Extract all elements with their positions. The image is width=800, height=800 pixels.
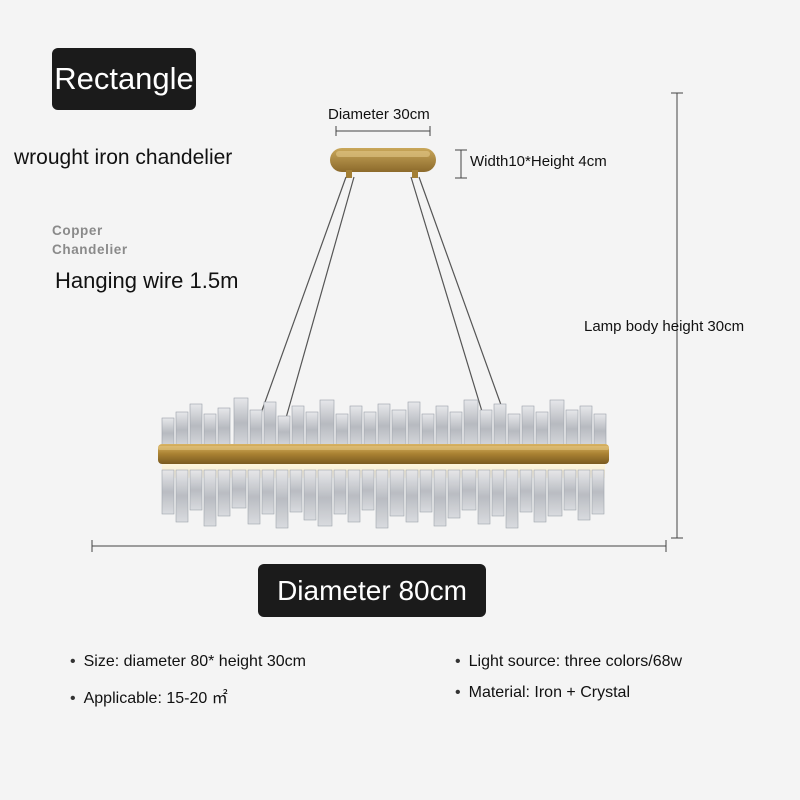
crystal-upper-row	[161, 397, 607, 449]
spec-light-source: Light source: three colors/68w	[455, 653, 682, 671]
canopy-height-dimension	[455, 149, 467, 179]
light-glow	[162, 464, 605, 478]
canopy-size-label: Width10*Height 4cm	[470, 153, 607, 170]
spec-size: Size: diameter 80* height 30cm	[70, 653, 306, 671]
gold-band	[158, 444, 609, 464]
crystal-lower-row	[161, 469, 605, 529]
main-diameter-dimension	[91, 540, 667, 552]
main-diameter-badge: Diameter 80cm	[258, 564, 486, 617]
canopy-diameter-label: Diameter 30cm	[328, 106, 430, 123]
shape-title-badge: Rectangle	[52, 48, 196, 110]
spec-material: Material: Iron + Crystal	[455, 684, 630, 702]
body-height-label: Lamp body height 30cm	[584, 318, 745, 335]
body-height-dimension	[671, 92, 683, 539]
material-label: wrought iron chandelier	[14, 146, 233, 169]
hanging-wire-label: Hanging wire 1.5m	[55, 268, 239, 293]
hanging-wires	[259, 176, 506, 419]
canopy-diameter-dimension	[335, 126, 431, 136]
ceiling-canopy	[330, 148, 436, 178]
spec-applicable: Applicable: 15-20 ㎡	[70, 684, 228, 708]
watermark-text: Copper Chandelier	[52, 223, 128, 257]
